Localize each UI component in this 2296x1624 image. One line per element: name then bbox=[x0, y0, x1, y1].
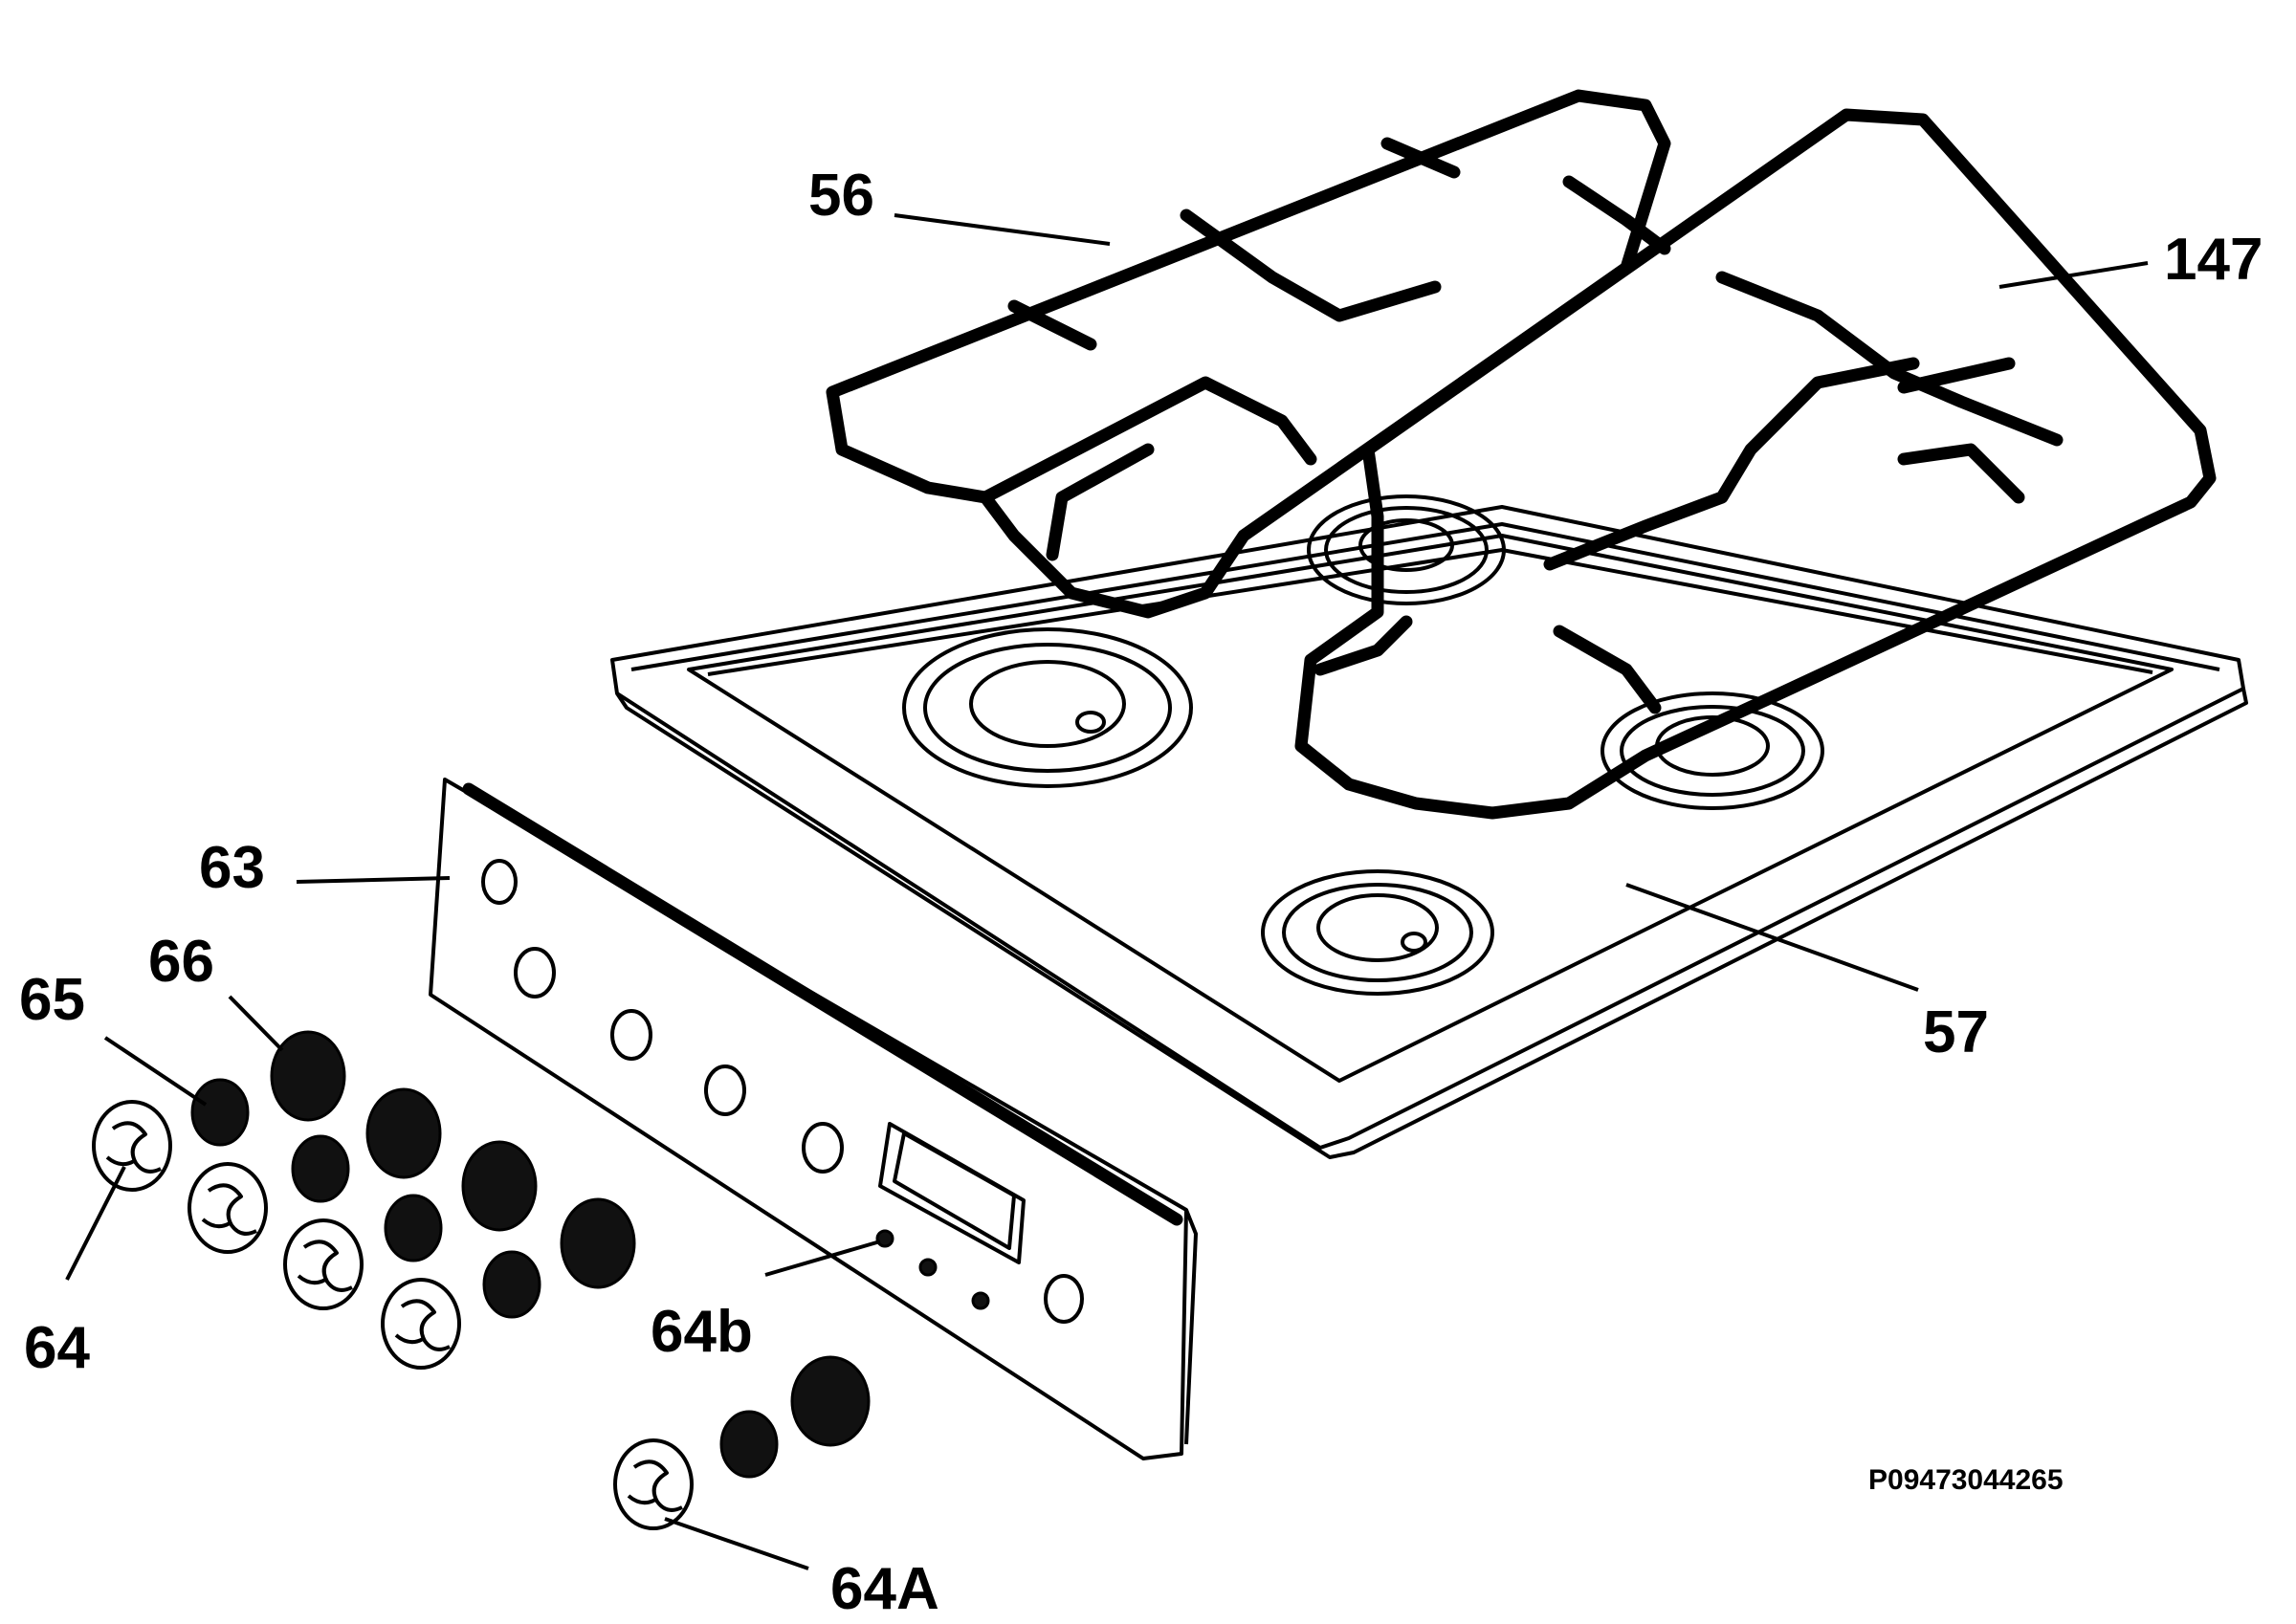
knob-spring-3 bbox=[384, 1194, 443, 1262]
burner-front-left bbox=[902, 627, 1193, 788]
knob-1 bbox=[92, 1100, 172, 1192]
grid-right-bar-6 bbox=[1553, 625, 1662, 714]
knob-cap-3 bbox=[461, 1140, 538, 1232]
callout-56: 56 bbox=[808, 163, 874, 229]
callout-65: 65 bbox=[19, 967, 85, 1033]
control-panel-outline bbox=[429, 778, 1188, 1460]
leader-64A bbox=[664, 1517, 809, 1570]
grid-left-bar-5 bbox=[1046, 443, 1155, 561]
leader-65 bbox=[103, 1036, 208, 1107]
reference-code: P09473044265 bbox=[1868, 1464, 2064, 1496]
callout-63: 63 bbox=[199, 835, 265, 901]
control-panel-small-button-1 bbox=[875, 1229, 894, 1248]
knob-cap-5 bbox=[790, 1355, 871, 1447]
leader-64 bbox=[65, 1166, 126, 1281]
grid-left-bar-4 bbox=[1380, 137, 1461, 179]
hob-rim-inner-line bbox=[630, 522, 2220, 671]
knob-2 bbox=[188, 1162, 268, 1254]
control-panel-knob-holes bbox=[481, 859, 1084, 1324]
leader-63 bbox=[296, 876, 451, 884]
grid-right-bar-4 bbox=[1897, 357, 2016, 394]
leader-56 bbox=[894, 213, 1111, 246]
callout-66: 66 bbox=[148, 929, 214, 995]
grid-left-frame bbox=[826, 89, 1671, 619]
hob-front-rim bbox=[615, 688, 2248, 1159]
knob-cap-1 bbox=[270, 1030, 346, 1122]
pan-support-grids bbox=[826, 89, 2217, 820]
grid-right-bar-1 bbox=[1543, 357, 1920, 571]
hob-inner-well bbox=[687, 534, 2174, 1083]
control-panel-small-button-3 bbox=[971, 1291, 990, 1310]
knob-assemblies bbox=[92, 1030, 871, 1530]
grid-right-bar-3 bbox=[1562, 175, 1671, 255]
callout-147: 147 bbox=[2164, 227, 2263, 293]
grid-right-bar-7 bbox=[1897, 443, 2025, 504]
callout-57: 57 bbox=[1923, 999, 1989, 1065]
control-panel-top-edge bbox=[462, 782, 1183, 1226]
leader-lines bbox=[65, 213, 2149, 1570]
grid-right-frame bbox=[1294, 108, 2217, 820]
knob-spring-4 bbox=[482, 1250, 541, 1319]
leader-64b bbox=[764, 1240, 881, 1277]
callout-64A: 64A bbox=[830, 1556, 939, 1622]
leader-147 bbox=[1998, 261, 2149, 289]
leader-57 bbox=[1625, 883, 1919, 992]
grid-left-bar-2 bbox=[1180, 208, 1442, 322]
knob-spring-5 bbox=[719, 1410, 779, 1479]
leader-66 bbox=[228, 995, 284, 1052]
burner-front-center bbox=[1261, 869, 1494, 996]
callout-labels: 56 147 57 63 66 65 64 64b 64A P094730442… bbox=[19, 163, 2263, 1622]
knob-5 bbox=[613, 1438, 694, 1530]
control-panel-part bbox=[429, 778, 1198, 1460]
control-panel-right-edge bbox=[1184, 1209, 1198, 1445]
grid-left-bar-3 bbox=[1007, 299, 1097, 351]
knob-3 bbox=[283, 1218, 364, 1310]
grid-right-bar-5 bbox=[1314, 615, 1413, 676]
callout-64: 64 bbox=[24, 1315, 90, 1381]
knob-cap-2 bbox=[365, 1087, 442, 1179]
callout-64b: 64b bbox=[651, 1299, 753, 1365]
knob-4 bbox=[381, 1278, 461, 1370]
grid-right-bar-2 bbox=[1715, 271, 2064, 447]
knob-spring-2 bbox=[291, 1134, 350, 1203]
burner-rear-middle bbox=[1307, 494, 1506, 605]
grid-left-bar-1 bbox=[979, 376, 1317, 504]
control-panel-small-button-2 bbox=[918, 1258, 938, 1277]
knob-cap-4 bbox=[560, 1197, 636, 1289]
knob-spring-1 bbox=[190, 1078, 250, 1147]
